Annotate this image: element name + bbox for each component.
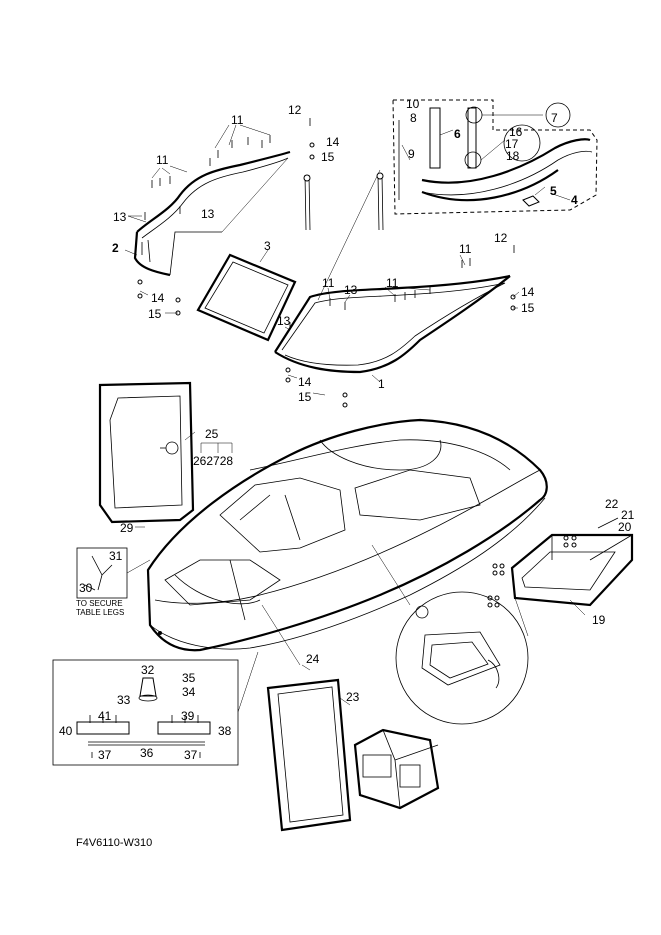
callout-22: 22 (605, 497, 619, 511)
callout-39: 39 (181, 709, 195, 723)
cockpit-lid (98, 381, 195, 524)
callout-21: 21 (621, 508, 635, 522)
callout-37-right: 37 (184, 748, 198, 762)
callout-25: 25 (205, 427, 219, 441)
callout-11-top: 11 (231, 113, 244, 127)
callout-17: 17 (505, 137, 519, 151)
callout-11-mid2: 11 (386, 276, 399, 290)
hardware-detail-box (392, 99, 598, 215)
right-windshield (274, 169, 511, 374)
callout-12-top: 12 (288, 103, 302, 117)
callout-33: 33 (117, 693, 131, 707)
callout-3: 3 (264, 239, 271, 253)
callout-14-left: 14 (151, 291, 165, 305)
callout-37-left: 37 (98, 748, 112, 762)
callout-35: 35 (182, 671, 196, 685)
callout-24: 24 (306, 652, 320, 666)
note-line-1: TO SECURE (76, 599, 123, 608)
callout-13-left2: 13 (201, 207, 215, 221)
left-windshield (133, 150, 291, 277)
callout-40: 40 (59, 724, 73, 738)
callout-2: 2 (112, 241, 119, 255)
callout-9: 9 (408, 147, 415, 161)
boat-hull (146, 418, 548, 652)
gas-struts (303, 172, 384, 231)
callout-32: 32 (141, 663, 155, 677)
callout-26-27-28: 262728 (193, 454, 233, 468)
callout-4: 4 (571, 193, 578, 207)
callout-16: 16 (509, 125, 523, 139)
callout-10: 10 (406, 97, 420, 111)
callout-14-bottom: 14 (298, 375, 312, 389)
callout-15-left: 15 (148, 307, 162, 321)
callout-labels: 1 2 3 4 5 6 7 8 9 10 11 11 11 11 11 12 1… (59, 97, 635, 849)
callout-29: 29 (120, 521, 134, 535)
callout-14-top: 14 (326, 135, 340, 149)
callout-23: 23 (346, 690, 360, 704)
callout-7: 7 (551, 111, 558, 125)
callout-13-mid2: 13 (277, 314, 291, 328)
callout-8: 8 (410, 111, 417, 125)
table-leg-box (76, 547, 151, 599)
callout-11-left: 11 (156, 153, 169, 167)
callout-34: 34 (182, 685, 196, 699)
callout-36: 36 (140, 746, 154, 760)
callout-19: 19 (592, 613, 606, 627)
callout-13-mid: 13 (344, 283, 358, 297)
callout-1: 1 (378, 377, 385, 391)
table-kit-box (52, 651, 259, 766)
callout-14-right: 14 (521, 285, 535, 299)
callout-15-right: 15 (521, 301, 535, 315)
note-line-2: TABLE LEGS (76, 608, 124, 617)
callout-20: 20 (618, 520, 632, 534)
callout-15-top: 15 (321, 150, 335, 164)
seat-cushion (261, 604, 352, 832)
callout-38: 38 (218, 724, 232, 738)
diagram-code: F4V6110-W310 (76, 837, 152, 849)
leader-lines (124, 124, 586, 706)
detail-magnifier (371, 544, 529, 725)
callout-31: 31 (109, 549, 123, 563)
callout-18: 18 (506, 149, 520, 163)
callout-5: 5 (550, 184, 557, 198)
callout-12-right: 12 (494, 231, 508, 245)
callout-11-mid: 11 (322, 276, 335, 290)
callout-15-bottom: 15 (298, 390, 312, 404)
storage-box (487, 517, 634, 608)
callout-30: 30 (79, 581, 93, 595)
callout-41: 41 (98, 709, 112, 723)
callout-6: 6 (454, 127, 461, 141)
seat-base (353, 728, 440, 810)
callout-13-left: 13 (113, 210, 127, 224)
callout-11-right: 11 (459, 242, 472, 256)
glass-panel (196, 253, 297, 342)
